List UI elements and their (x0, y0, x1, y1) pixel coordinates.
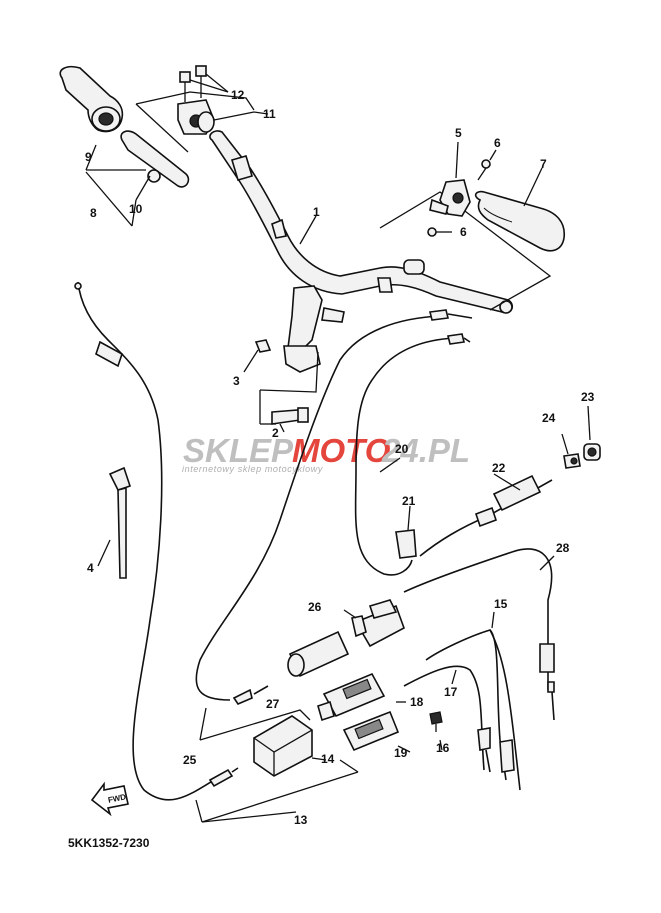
watermark: SKLEP MOTO 24.PL internetowy sklep motoc… (182, 432, 470, 474)
callout-26: 26 (308, 600, 322, 614)
right-grip-assembly (379, 141, 565, 311)
callout-17: 17 (444, 685, 458, 699)
callout-25: 25 (183, 753, 197, 767)
cable-tie (97, 466, 132, 579)
callout-27: 27 (266, 697, 280, 711)
watermark-brand-part1: SKLEP (183, 432, 294, 469)
callout-2: 2 (272, 426, 279, 440)
diagram-code: 5KK1352-7230 (68, 836, 150, 850)
callout-24: 24 (542, 411, 556, 425)
handlebar-assembly (135, 65, 514, 314)
callout-6-upper: 6 (494, 136, 501, 150)
callout-10: 10 (129, 202, 143, 216)
callout-21: 21 (402, 494, 416, 508)
callout-15: 15 (494, 597, 508, 611)
callout-12: 12 (231, 88, 245, 102)
callout-1: 1 (313, 205, 320, 219)
callout-8: 8 (90, 206, 97, 220)
handlebar-holder (243, 285, 345, 433)
callout-22: 22 (492, 461, 506, 475)
watermark-brand-part2: 24.PL (381, 432, 470, 469)
callout-3: 3 (233, 374, 240, 388)
callout-7: 7 (540, 157, 547, 171)
switches (253, 405, 601, 777)
callout-13: 13 (294, 813, 308, 827)
callout-19: 19 (394, 746, 408, 760)
callout-16: 16 (436, 741, 450, 755)
callout-4: 4 (87, 561, 94, 575)
fwd-arrow: FWD (90, 781, 129, 817)
callout-20: 20 (395, 442, 409, 456)
cables (74, 281, 555, 801)
left-grip-assembly (59, 65, 190, 227)
callout-numbers: 1 2 3 4 5 6 6 7 8 9 10 11 12 13 14 15 16… (85, 88, 595, 827)
callout-6-lower: 6 (460, 225, 467, 239)
watermark-tagline: internetowy sklep motocyklowy (182, 464, 323, 474)
callout-23: 23 (581, 390, 595, 404)
callout-28: 28 (556, 541, 570, 555)
leader-lines (195, 457, 555, 823)
callout-9: 9 (85, 150, 92, 164)
callout-11: 11 (263, 107, 276, 121)
fwd-label: FWD (107, 792, 127, 805)
callout-18: 18 (410, 695, 424, 709)
callout-14: 14 (321, 752, 335, 766)
callout-5: 5 (455, 126, 462, 140)
